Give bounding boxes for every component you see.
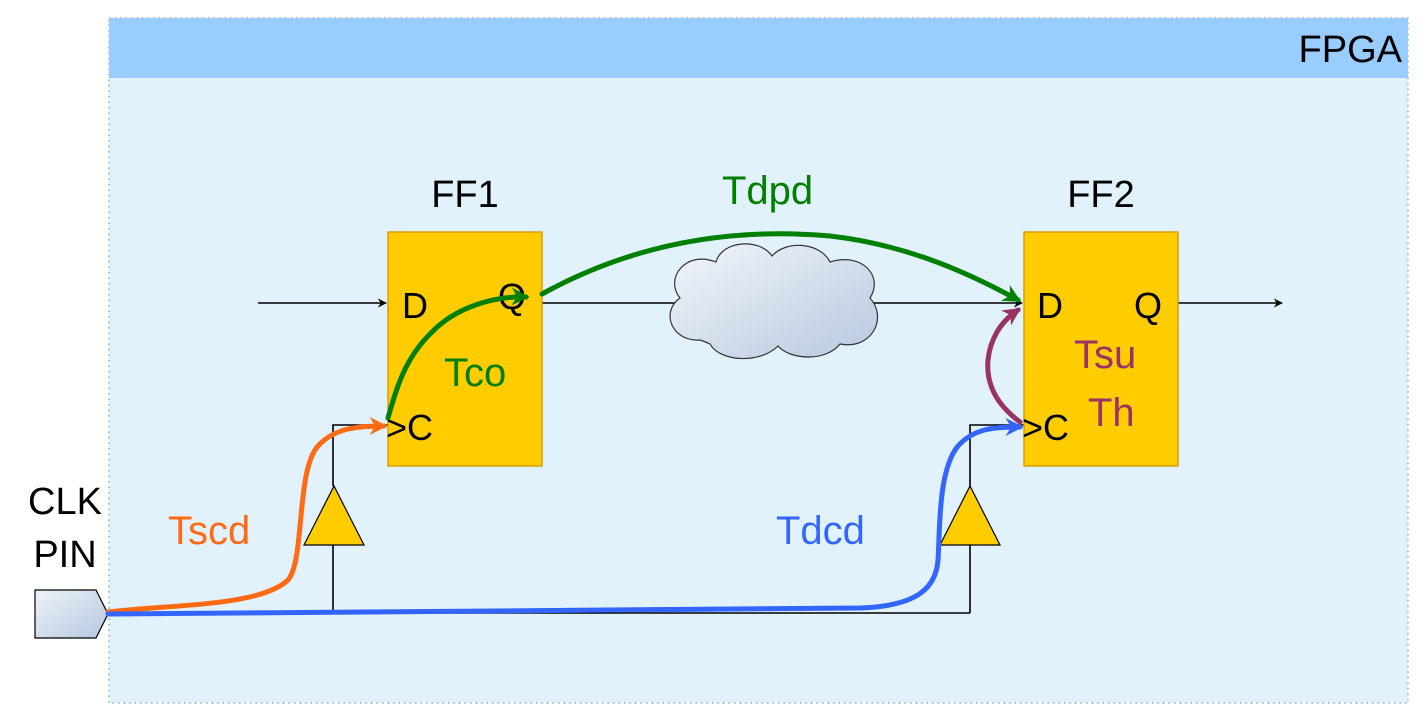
tdcd-label: Tdcd <box>776 509 865 553</box>
timing-paths <box>105 231 1024 617</box>
clock-pin: CLK PIN <box>28 481 109 639</box>
fpga-header <box>109 18 1408 78</box>
ff2-c-label: >C <box>1022 407 1069 448</box>
fpga-body <box>108 17 1409 704</box>
tdpd-path <box>539 231 1022 303</box>
ff1-body <box>387 231 543 467</box>
ff2-d-label: D <box>1037 285 1063 326</box>
clock-pin-label-line1: CLK <box>28 481 102 523</box>
cloud-icon <box>669 243 879 360</box>
ff2-q-label: Q <box>1134 285 1162 326</box>
tsu-label: Tsu <box>1074 333 1136 377</box>
tscd-path <box>105 417 388 615</box>
fpga-title: FPGA <box>1299 29 1403 71</box>
ff1-d-label: D <box>402 285 428 326</box>
tscd-label: Tscd <box>168 509 250 553</box>
tsu-th-path <box>985 307 1023 425</box>
tdpd-label: Tdpd <box>722 169 813 213</box>
fpga-container: FPGA <box>108 17 1409 704</box>
ff2-body <box>1023 231 1179 467</box>
triangle-buffer-icon <box>303 484 365 546</box>
ff2-name: FF2 <box>1067 174 1135 216</box>
flipflop-ff1: FF1 D Q >C <box>386 174 543 467</box>
tco-path <box>385 287 530 421</box>
flipflop-ff2: FF2 D Q >C <box>1022 174 1179 467</box>
ff1-c-label: >C <box>386 407 433 448</box>
pentagon-pin-icon <box>34 589 109 639</box>
th-label: Th <box>1088 391 1135 435</box>
tco-label: Tco <box>444 351 506 395</box>
triangle-buffer-icon <box>939 484 1001 546</box>
ff1-name: FF1 <box>431 174 499 216</box>
tdcd-path <box>105 418 1024 617</box>
clock-pin-label-line2: PIN <box>33 534 96 576</box>
